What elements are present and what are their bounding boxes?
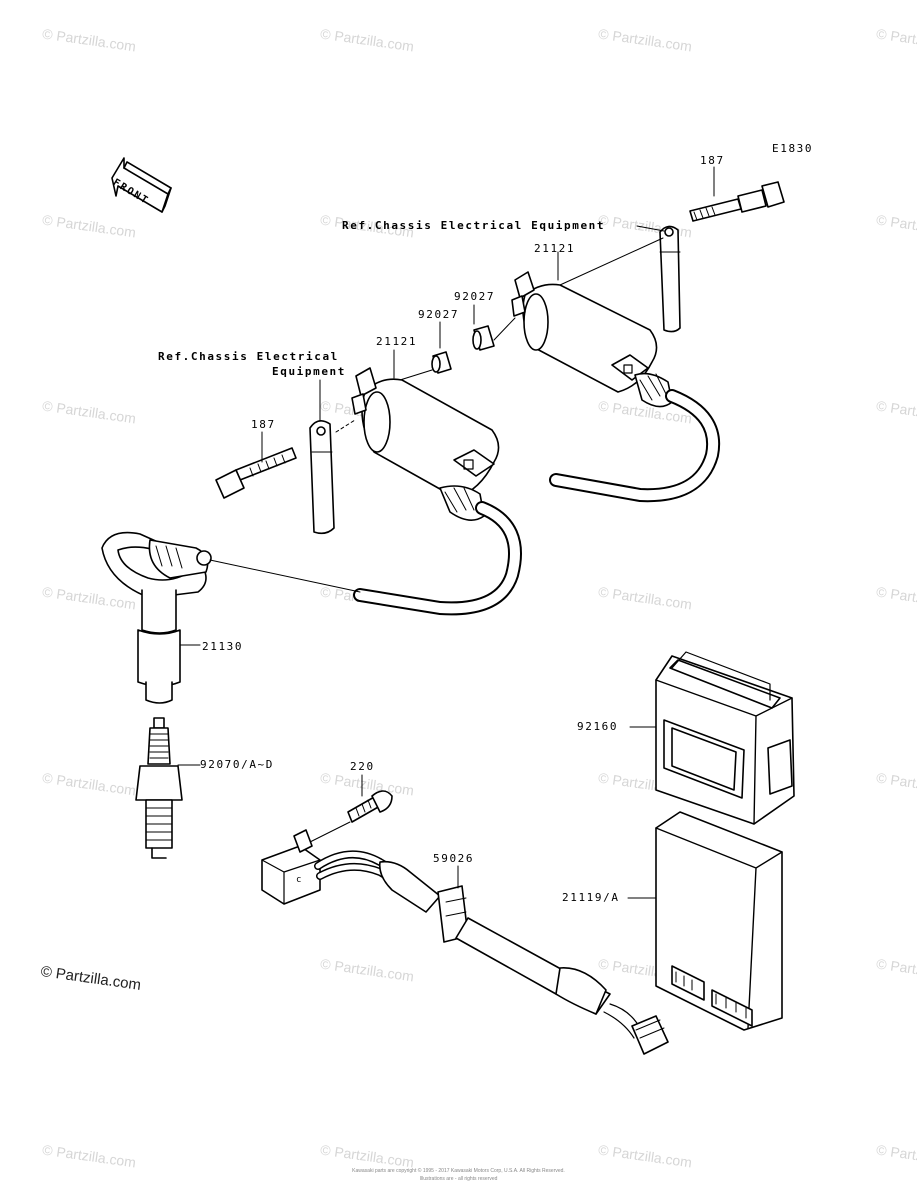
label-92160: 92160 [577, 720, 619, 733]
label-59026: 59026 [433, 852, 475, 865]
igniter-unit [627, 811, 783, 1031]
igniter-rubber-cover [629, 651, 795, 825]
label-220: 220 [350, 760, 375, 773]
label-ref-right: Ref.Chassis Electrical Equipment [342, 219, 606, 232]
label-92027-right: 92027 [454, 290, 496, 303]
spark-plug [135, 717, 201, 859]
ground-bracket-right [636, 225, 681, 333]
hv-lead-left [353, 501, 522, 616]
ignition-coil-right [511, 237, 673, 408]
label-ref-left-2: Equipment [272, 365, 347, 378]
label-187-right: 187 [700, 154, 725, 167]
footer-line-2: Illustrations are - all rights reserved [419, 1176, 498, 1182]
pickup-coil-assembly [261, 829, 669, 1055]
footer-line-1: Kawasaki parts are copyright © 1995 - 20… [352, 1168, 565, 1174]
bolt-187-left [215, 431, 297, 499]
igniter-mark: c [296, 875, 304, 885]
label-21119: 21119/A [562, 891, 620, 904]
diagram-code: E1830 [772, 142, 814, 155]
label-187-left: 187 [251, 418, 276, 431]
label-21121-left: 21121 [376, 335, 418, 348]
front-arrow-icon [111, 157, 172, 213]
label-ref-left-1: Ref.Chassis Electrical [158, 350, 339, 363]
collar-92027-right [472, 304, 516, 351]
label-21130: 21130 [202, 640, 244, 653]
bolt-187-right [689, 166, 785, 222]
collar-92027-left [399, 321, 452, 381]
label-92070: 92070/A~D [200, 758, 275, 771]
label-92027-left: 92027 [418, 308, 460, 321]
spark-plug-cap [101, 531, 361, 704]
label-21121-right: 21121 [534, 242, 576, 255]
bolt-220 [309, 774, 393, 843]
ground-bracket-left [309, 379, 356, 535]
ignition-coil-left [351, 349, 500, 521]
